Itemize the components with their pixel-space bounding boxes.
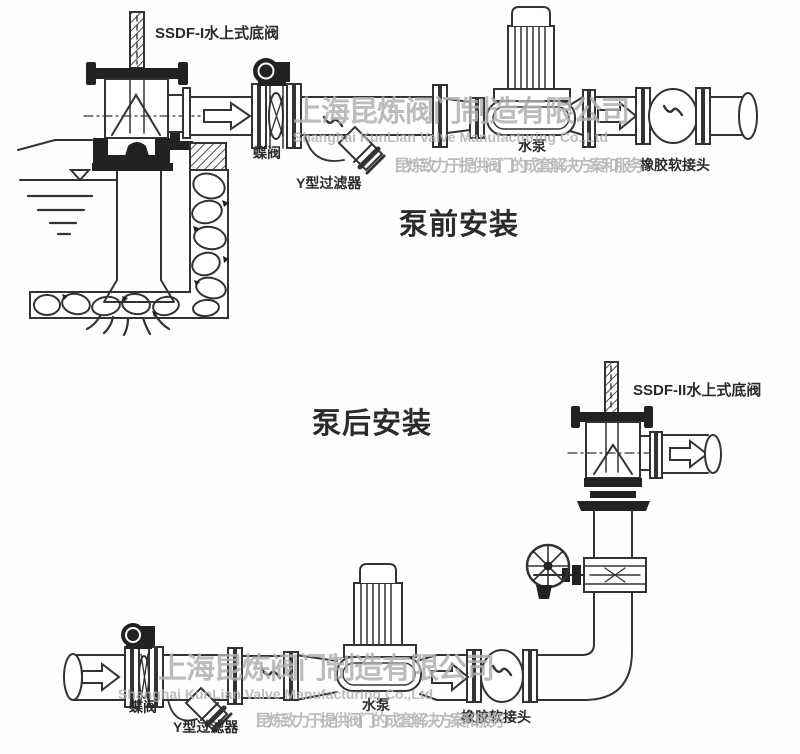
water-surface-drawing	[17, 139, 117, 236]
gate-valve-drawing	[525, 543, 647, 599]
elbow-drawing	[536, 643, 633, 701]
flange-drawing	[227, 647, 299, 705]
butterfly-valve-label-bottom: 蝶阀	[129, 699, 157, 715]
rubber-joint-label-top: 橡胶软接头	[640, 157, 710, 173]
foot-valve-drawing	[567, 361, 663, 511]
flow-arrow-icon	[431, 661, 470, 693]
butterfly-valve-drawing	[121, 623, 164, 708]
rubber-joint-drawing	[635, 87, 711, 145]
pipe-end-icon	[704, 434, 722, 474]
pipe-end-icon	[738, 92, 758, 140]
before-pump-title: 泵前安装	[399, 209, 520, 241]
suction-bell-drawing	[85, 170, 175, 337]
after-pump-diagram	[63, 361, 722, 733]
flow-arrow-icon	[669, 438, 709, 470]
pipe-end-icon	[63, 653, 83, 701]
pipe-drawing	[593, 510, 633, 559]
pipe-drawing	[436, 654, 468, 701]
y-strainer-drawing	[167, 686, 233, 733]
butterfly-valve-drawing	[251, 58, 302, 149]
rubber-joint-label-bottom: 橡胶软接头	[461, 709, 531, 725]
pump-drawing	[432, 6, 603, 148]
butterfly-valve-label-top: 蝶阀	[253, 145, 281, 161]
flow-arrow-icon	[597, 100, 638, 132]
pipe-drawing	[593, 591, 633, 652]
pipe-drawing	[189, 96, 637, 136]
pump-drawing	[295, 563, 438, 701]
foot-valve-drawing	[83, 11, 201, 171]
pump-label-bottom: 水泵	[362, 697, 390, 713]
after-pump-title: 泵后安装	[312, 408, 433, 440]
pipe-drawing	[73, 654, 126, 701]
foot-valve-label-top: SSDF-I水上式底阀	[155, 25, 280, 42]
before-pump-diagram	[17, 6, 758, 337]
rubber-joint-drawing	[466, 649, 538, 703]
y-strainer-label-bottom: Y型过滤器	[173, 719, 239, 735]
foot-valve-label-bottom: SSDF-II水上式底阀	[633, 382, 762, 399]
y-strainer-label-top: Y型过滤器	[296, 175, 362, 191]
flow-arrow-icon	[81, 661, 121, 693]
y-strainer-drawing	[304, 125, 386, 175]
pump-label-top: 水泵	[518, 138, 546, 154]
pipe-drawing	[661, 434, 709, 474]
flow-mark-icon	[322, 115, 344, 128]
flow-mark-icon	[260, 667, 282, 680]
flow-arrow-icon	[203, 101, 252, 131]
pipe-drawing	[709, 96, 748, 136]
